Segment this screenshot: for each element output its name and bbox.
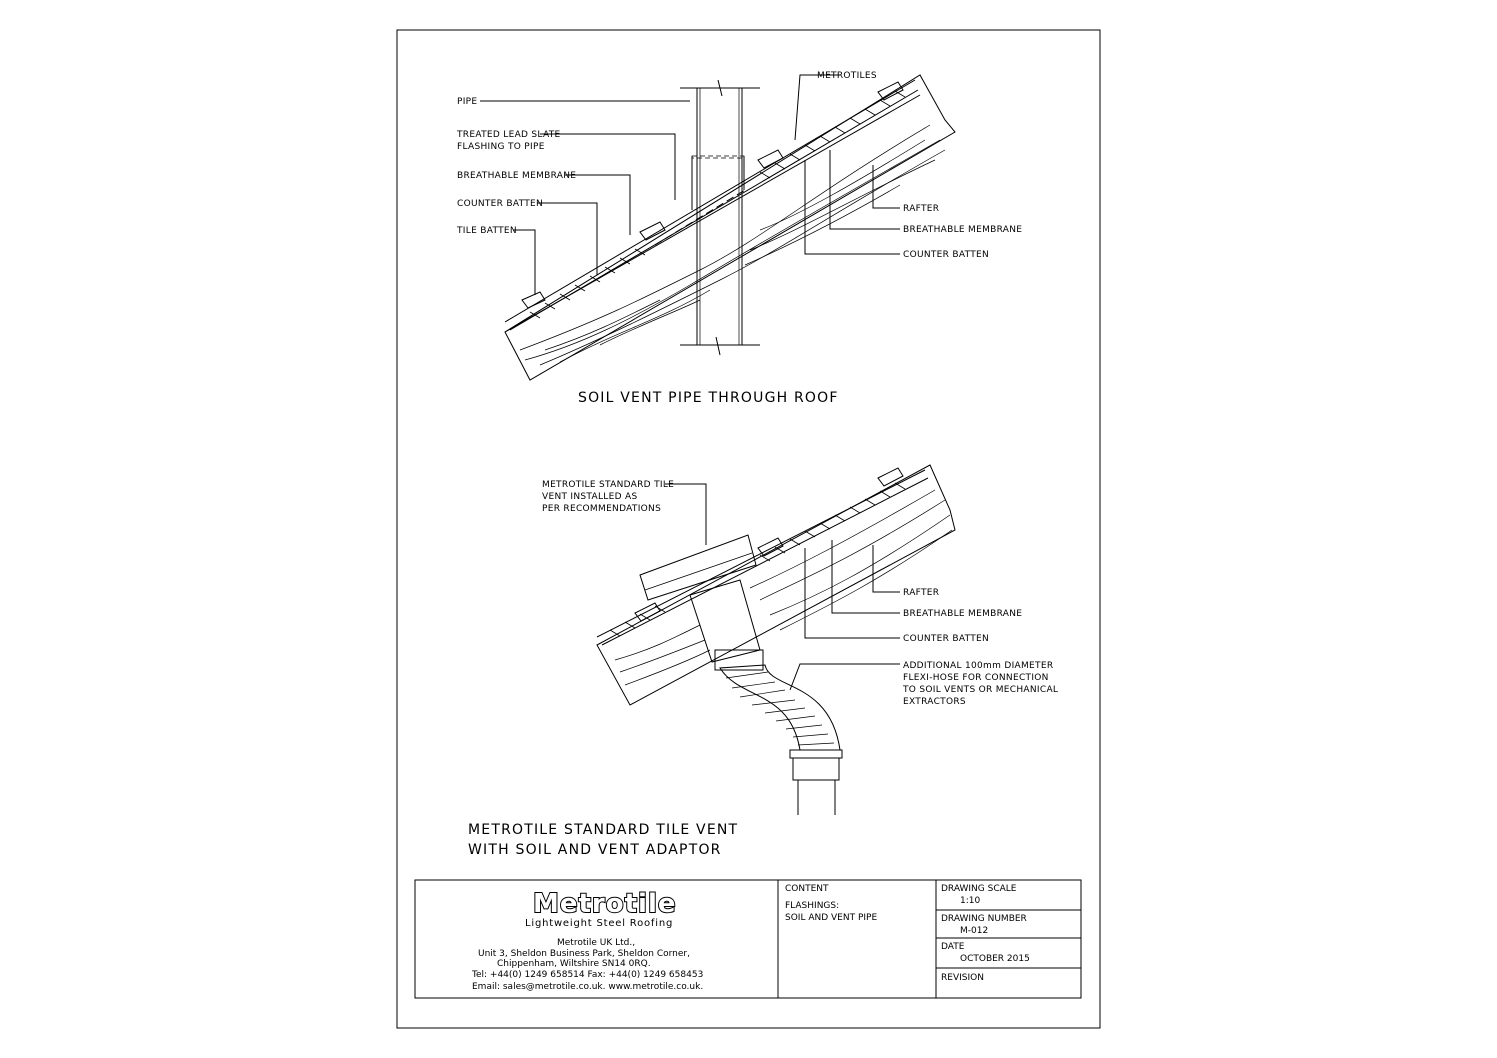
- pipe: [654, 79, 760, 356]
- company-logo: Metrotile: [533, 889, 677, 919]
- sheet-border: [396, 29, 1101, 1029]
- pipe-connector: [792, 757, 840, 781]
- wood-grain-top: [519, 124, 946, 366]
- date-label: DATE: [941, 942, 965, 952]
- label-membrane-left: BREATHABLE MEMBRANE: [457, 171, 576, 181]
- label-vent-1: METROTILE STANDARD TILE: [542, 480, 674, 490]
- drawing-scale-label: DRAWING SCALE: [941, 884, 1017, 894]
- label-membrane-bottom: BREATHABLE MEMBRANE: [903, 609, 1022, 619]
- tile-clips-bottom: [634, 467, 904, 622]
- label-hose-3: TO SOIL VENTS OR MECHANICAL: [902, 685, 1058, 695]
- label-lead-flashing-1: TREATED LEAD SLATE: [456, 130, 561, 140]
- content-label: CONTENT: [785, 884, 829, 894]
- tile-vent-detail: METROTILE STANDARD TILE VENT INSTALLED A…: [468, 464, 1058, 858]
- company-tagline: Lightweight Steel Roofing: [525, 918, 673, 929]
- counter-batten-hatch-top: [529, 90, 906, 319]
- tile-vent: [639, 534, 757, 601]
- caption-bottom-1: METROTILE STANDARD TILE VENT: [468, 822, 738, 838]
- rafter-bottom: [596, 464, 956, 706]
- leaders-top: [480, 74, 900, 295]
- caption-bottom-2: WITH SOIL AND VENT ADAPTOR: [468, 842, 722, 858]
- label-metrotiles: METROTILES: [817, 71, 877, 81]
- soil-vent-pipe-detail: PIPE TREATED LEAD SLATE FLASHING TO PIPE…: [456, 71, 1022, 406]
- company-name: Metrotile UK Ltd.,: [557, 938, 635, 948]
- label-counter-batten-left: COUNTER BATTEN: [457, 199, 543, 209]
- counter-batten-hatch-bottom: [609, 482, 906, 637]
- company-phone: Tel: +44(0) 1249 658514 Fax: +44(0) 1249…: [471, 970, 703, 980]
- company-address-1: Unit 3, Sheldon Business Park, Sheldon C…: [478, 949, 690, 959]
- label-counter-batten-right: COUNTER BATTEN: [903, 250, 989, 260]
- drawing-number-label: DRAWING NUMBER: [941, 914, 1027, 924]
- label-membrane-right: BREATHABLE MEMBRANE: [903, 225, 1022, 235]
- label-hose-1: ADDITIONAL 100mm DIAMETER: [903, 661, 1053, 671]
- label-lead-flashing-2: FLASHING TO PIPE: [457, 142, 545, 152]
- rafter-top: [504, 74, 956, 381]
- drawing-scale-value: 1:10: [960, 896, 980, 906]
- label-vent-3: PER RECOMMENDATIONS: [542, 504, 661, 514]
- company-address-2: Chippenham, Wiltshire SN14 0RQ.: [497, 959, 651, 969]
- drawing-number-value: M-012: [960, 926, 988, 936]
- label-hose-2: FLEXI-HOSE FOR CONNECTION: [903, 673, 1049, 683]
- label-rafter-top: RAFTER: [903, 204, 939, 214]
- company-email: Email: sales@metrotile.co.uk. www.metrot…: [472, 982, 703, 992]
- caption-top: SOIL VENT PIPE THROUGH ROOF: [578, 390, 839, 406]
- label-pipe: PIPE: [457, 97, 477, 107]
- title-block: Metrotile Lightweight Steel Roofing Metr…: [414, 879, 1082, 999]
- content-line-1: FLASHINGS:: [785, 901, 839, 911]
- leaders-bottom: [665, 483, 900, 691]
- wood-grain-bottom: [614, 489, 953, 686]
- date-value: OCTOBER 2015: [960, 954, 1030, 964]
- membrane-line-top: [504, 79, 916, 323]
- label-vent-2: VENT INSTALLED AS: [542, 492, 637, 502]
- tile-clips-top: [521, 81, 904, 309]
- revision-label: REVISION: [941, 973, 984, 983]
- label-tile-batten: TILE BATTEN: [456, 226, 517, 236]
- label-rafter-bottom: RAFTER: [903, 588, 939, 598]
- flexi-hose: [719, 664, 841, 751]
- label-counter-batten-bottom: COUNTER BATTEN: [903, 634, 989, 644]
- content-line-2: SOIL AND VENT PIPE: [785, 913, 877, 923]
- label-hose-4: EXTRACTORS: [903, 697, 966, 707]
